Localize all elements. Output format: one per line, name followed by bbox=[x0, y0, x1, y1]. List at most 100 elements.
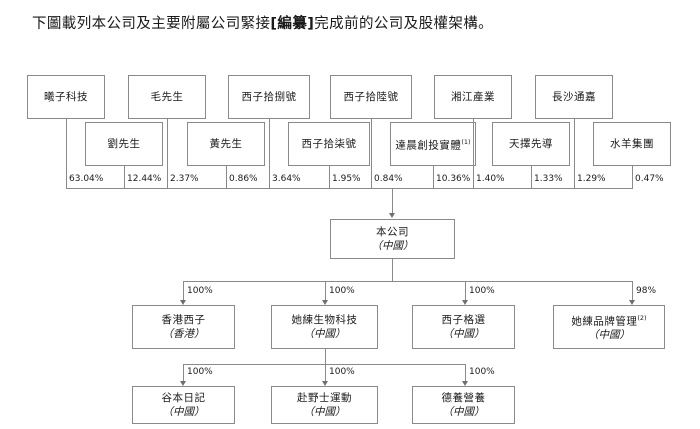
sub-subsidiary-region: （中國） bbox=[303, 405, 346, 418]
arrow-head-icon bbox=[322, 300, 328, 305]
ownership-pct-label: 1.29% bbox=[577, 174, 606, 184]
connector-line bbox=[66, 119, 67, 188]
shareholder-name: 西子拾捌號 bbox=[241, 90, 297, 103]
connector-line bbox=[465, 281, 466, 301]
heading-text-before: 下圖載列本公司及主要附屬公司緊接 bbox=[32, 16, 271, 32]
connector-line bbox=[226, 166, 227, 188]
shareholder-box-row1: 長沙通嘉 bbox=[535, 75, 613, 119]
connector-line bbox=[371, 119, 372, 188]
sub-subsidiary-bus-bar bbox=[183, 364, 465, 365]
connector-line bbox=[183, 281, 184, 301]
connector-line bbox=[433, 166, 434, 188]
arrow-head-icon bbox=[180, 381, 186, 386]
heading-text-after: 完成前的公司及股權架構。 bbox=[314, 16, 494, 32]
ownership-pct-label: 100% bbox=[469, 286, 495, 296]
footnote-marker: (2) bbox=[637, 313, 647, 322]
subsidiary-name: 西子格選 bbox=[441, 313, 486, 326]
connector-line bbox=[124, 166, 125, 188]
sub-subsidiary-region: （中國） bbox=[162, 405, 205, 418]
shareholder-name: 西子拾柒號 bbox=[301, 137, 357, 150]
connector-line bbox=[465, 364, 466, 382]
subsidiary-box: 西子格選 （中國） bbox=[412, 305, 515, 349]
shareholder-name: 達晨創投實體(1) bbox=[395, 137, 471, 152]
sub-subsidiary-name: 德養營養 bbox=[441, 391, 486, 404]
shareholder-name: 西子拾陸號 bbox=[343, 90, 399, 103]
connector-line bbox=[183, 364, 184, 382]
ownership-pct-label: 12.44% bbox=[127, 174, 162, 184]
ownership-pct-label: 100% bbox=[329, 286, 355, 296]
shareholder-box-row2: 黃先生 bbox=[187, 122, 265, 166]
company-region: （中國） bbox=[371, 239, 414, 252]
shareholder-name: 天擇先導 bbox=[509, 137, 553, 150]
arrow-head-icon bbox=[180, 300, 186, 305]
arrow-head-icon bbox=[389, 213, 395, 218]
shareholder-box-row2: 水羊集團 bbox=[593, 122, 671, 166]
subsidiary-name: 她練品牌管理(2) bbox=[571, 313, 647, 328]
shareholder-box-row1: 西子拾捌號 bbox=[228, 75, 310, 119]
sub-subsidiary-region: （中國） bbox=[442, 405, 485, 418]
ownership-pct-label: 98% bbox=[636, 286, 657, 296]
connector-line bbox=[632, 281, 633, 301]
connector-line bbox=[632, 166, 633, 188]
subsidiary-region: （香港） bbox=[162, 327, 205, 340]
subsidiary-bus-bar bbox=[183, 281, 632, 282]
shareholder-name: 水羊集團 bbox=[610, 137, 654, 150]
shareholder-name: 曦子科技 bbox=[44, 90, 88, 103]
footnote-marker: (1) bbox=[461, 137, 471, 146]
subsidiary-name: 香港西子 bbox=[161, 313, 206, 326]
connector-line bbox=[473, 119, 474, 188]
connector-line bbox=[167, 119, 168, 188]
connector-line bbox=[392, 259, 393, 281]
connector-line bbox=[325, 281, 326, 301]
company-name: 本公司 bbox=[376, 225, 409, 238]
heading-bracket-term: [編纂] bbox=[270, 16, 315, 32]
ownership-pct-label: 100% bbox=[469, 367, 495, 377]
connector-line bbox=[325, 349, 326, 364]
arrow-head-icon bbox=[462, 300, 468, 305]
shareholder-box-row2: 天擇先導 bbox=[492, 122, 570, 166]
sub-subsidiary-name: 赴野士運動 bbox=[297, 391, 352, 404]
ownership-pct-label: 63.04% bbox=[69, 174, 104, 184]
sub-subsidiary-box: 德養營養 （中國） bbox=[412, 386, 515, 424]
subsidiary-box: 她練品牌管理(2) （中國） bbox=[553, 305, 665, 349]
connector-line bbox=[329, 166, 330, 188]
ownership-pct-label: 100% bbox=[187, 286, 213, 296]
sub-subsidiary-name: 谷本日記 bbox=[161, 391, 206, 404]
shareholder-box-row2: 劉先生 bbox=[85, 122, 163, 166]
ownership-pct-label: 2.37% bbox=[170, 174, 199, 184]
ownership-pct-label: 3.64% bbox=[272, 174, 301, 184]
ownership-pct-label: 0.47% bbox=[635, 174, 664, 184]
shareholder-box-row2: 西子拾柒號 bbox=[288, 122, 370, 166]
ownership-pct-label: 10.36% bbox=[436, 174, 471, 184]
shareholder-bus-bar bbox=[66, 188, 633, 189]
sub-subsidiary-box: 谷本日記 （中國） bbox=[132, 386, 235, 424]
ownership-pct-label: 1.40% bbox=[476, 174, 505, 184]
shareholder-name: 劉先生 bbox=[107, 137, 141, 150]
shareholder-box-row1: 湘江產業 bbox=[434, 75, 512, 119]
connector-line bbox=[269, 119, 270, 188]
subsidiary-name: 她練生物科技 bbox=[291, 313, 358, 326]
page-heading: 下圖載列本公司及主要附屬公司緊接[編纂]完成前的公司及股權架構。 bbox=[32, 14, 672, 34]
connector-line bbox=[574, 119, 575, 188]
shareholder-name: 毛先生 bbox=[150, 90, 184, 103]
arrow-head-icon bbox=[322, 381, 328, 386]
arrow-head-icon bbox=[629, 300, 635, 305]
subsidiary-region: （中國） bbox=[588, 329, 630, 342]
shareholder-box-row1: 西子拾陸號 bbox=[330, 75, 412, 119]
arrow-head-icon bbox=[462, 381, 468, 386]
connector-line bbox=[531, 166, 532, 188]
shareholder-name: 黃先生 bbox=[209, 137, 243, 150]
ownership-pct-label: 1.33% bbox=[534, 174, 563, 184]
ownership-pct-label: 1.95% bbox=[332, 174, 361, 184]
shareholder-box-row1: 毛先生 bbox=[128, 75, 206, 119]
shareholder-box-row1: 曦子科技 bbox=[27, 75, 105, 119]
ownership-pct-label: 100% bbox=[329, 367, 355, 377]
connector-line bbox=[392, 188, 393, 214]
shareholder-name: 長沙通嘉 bbox=[552, 90, 596, 103]
sub-subsidiary-box: 赴野士運動 （中國） bbox=[271, 386, 378, 424]
ownership-pct-label: 0.86% bbox=[229, 174, 258, 184]
ownership-pct-label: 0.84% bbox=[374, 174, 403, 184]
company-box: 本公司 （中國） bbox=[330, 219, 455, 259]
subsidiary-region: （中國） bbox=[303, 327, 346, 340]
